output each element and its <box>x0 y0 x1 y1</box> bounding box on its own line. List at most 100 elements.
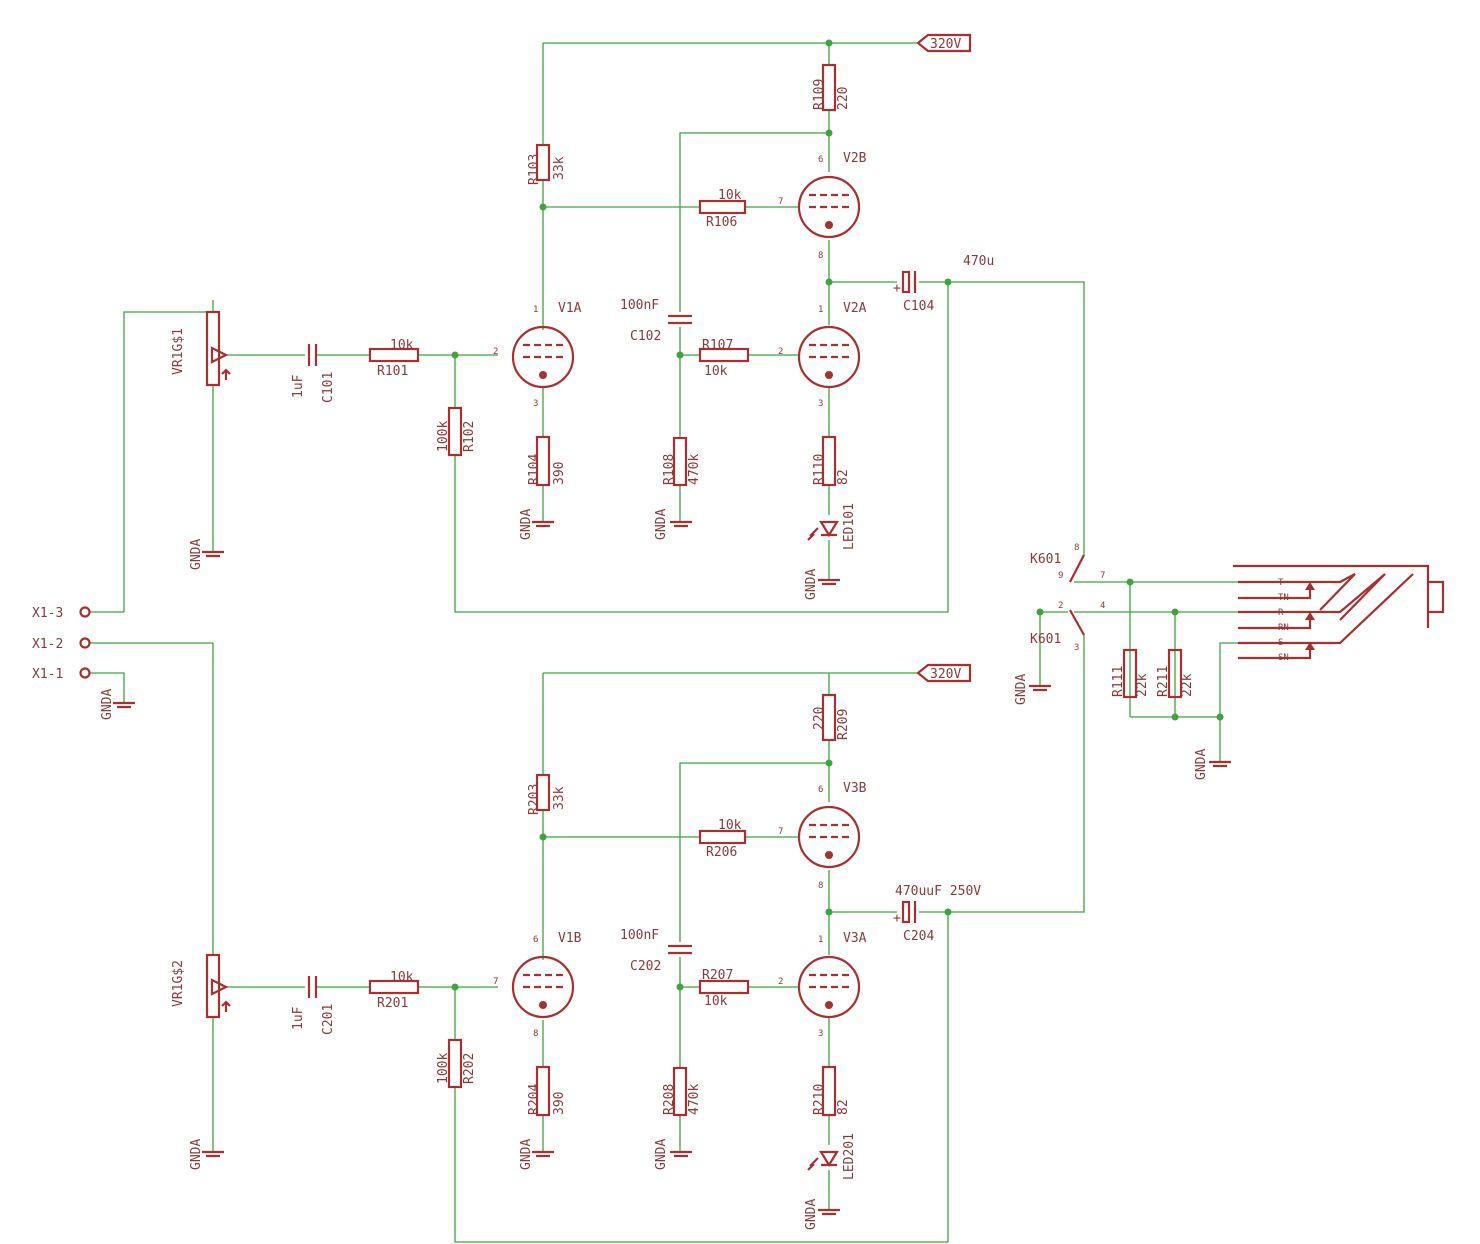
r107-name: R107 <box>702 338 733 353</box>
ground-label: GNDA <box>1194 749 1209 780</box>
c101-value: 1uF <box>291 374 306 398</box>
connector-pin-x1-3: X1-3 <box>32 606 63 621</box>
pin-label: 7 <box>1100 571 1105 581</box>
pin-label: 3 <box>818 1029 823 1039</box>
pin-label: 1 <box>818 305 823 315</box>
output-jack: T TN R RN S SN <box>1233 564 1445 663</box>
pin-label: 3 <box>818 399 823 409</box>
r103-value: 33k <box>552 156 567 180</box>
r101-name: R101 <box>377 364 408 379</box>
r210-name: R210 <box>812 1084 827 1115</box>
r111-value: 22k <box>1135 673 1150 697</box>
r208-value: 470k <box>687 1084 702 1115</box>
pin-label: 8 <box>818 881 823 891</box>
r106-value: 10k <box>718 188 742 203</box>
led-name: LED201 <box>842 1133 857 1180</box>
c101-name: C101 <box>321 372 336 403</box>
r201-name: R201 <box>377 996 408 1011</box>
ground-label: GNDA <box>804 1199 819 1230</box>
r109-value: 220 <box>836 87 851 110</box>
r211-value: 22k <box>1180 673 1195 697</box>
r102-name: R102 <box>462 421 477 452</box>
relay-name: K601 <box>1030 552 1061 567</box>
r209-name: R209 <box>836 709 851 740</box>
r107-value: 10k <box>704 364 728 379</box>
pin-label: 2 <box>778 977 783 987</box>
r102-value: 100k <box>436 421 451 452</box>
r210-value: 82 <box>836 1099 851 1115</box>
r204-name: R204 <box>527 1084 542 1115</box>
pin-label: 8 <box>533 1029 538 1039</box>
connector-x1: X1-3 X1-2 X1-1 GNDA <box>32 606 135 720</box>
pot-name: VR1G$1 <box>171 328 186 375</box>
pin-label: 4 <box>1100 601 1105 611</box>
ground-label: GNDA <box>519 1139 534 1170</box>
c204-name: C204 <box>903 929 934 944</box>
jack-pin-label: RN <box>1278 623 1289 633</box>
pin-label: 1 <box>818 935 823 945</box>
ground-label: GNDA <box>189 539 204 570</box>
supply-label: 320V <box>930 37 961 52</box>
c102-value: 100nF <box>620 298 659 313</box>
stage-2: 320V + V1B V3B V3A 6 7 <box>90 642 1085 1243</box>
jack-pin-label: T <box>1278 578 1284 588</box>
r203-value: 33k <box>552 786 567 810</box>
ground-label: GNDA <box>654 1139 669 1170</box>
r104-name: R104 <box>527 454 542 485</box>
pin-label: 3 <box>533 399 538 409</box>
c102-name: C102 <box>630 329 661 344</box>
c202-value: 100nF <box>620 928 659 943</box>
ground-label: GNDA <box>654 509 669 540</box>
r108-value: 470k <box>687 454 702 485</box>
jack-pin-label: S <box>1278 638 1283 648</box>
ground-label: GNDA <box>100 689 115 720</box>
led-name: LED101 <box>842 503 857 550</box>
c201-name: C201 <box>321 1004 336 1035</box>
c104-value: 470u <box>963 254 994 269</box>
tube-v3a: V3A <box>843 931 867 946</box>
r103-name: R103 <box>527 154 542 185</box>
svg-text:+: + <box>893 281 901 296</box>
r111-name: R111 <box>1111 666 1126 697</box>
tube-v1a: V1A <box>558 301 582 316</box>
relay-name: K601 <box>1030 632 1061 647</box>
r104-value: 390 <box>552 462 567 485</box>
ground-label: GNDA <box>189 1139 204 1170</box>
supply-label: 320V <box>930 667 961 682</box>
r206-name: R206 <box>706 845 737 860</box>
ground-label: GNDA <box>1014 674 1029 705</box>
r207-value: 10k <box>704 994 728 1009</box>
pin-label: 8 <box>1074 543 1079 553</box>
r211-name: R211 <box>1156 666 1171 697</box>
r207-name: R207 <box>702 968 733 983</box>
r106-name: R106 <box>706 215 737 230</box>
pin-label: 7 <box>778 197 783 207</box>
pin-label: 1 <box>533 305 538 315</box>
c204-value: 470uuF 250V <box>895 884 981 899</box>
jack-pin-label: SN <box>1278 653 1289 663</box>
c201-value: 1uF <box>291 1006 306 1030</box>
r203-name: R203 <box>527 784 542 815</box>
tube-v1b: V1B <box>558 931 582 946</box>
pin-label: 3 <box>1074 643 1079 653</box>
ground-label: GNDA <box>804 569 819 600</box>
jack-pin-label: R <box>1278 608 1284 618</box>
r110-name: R110 <box>812 454 827 485</box>
r208-name: R208 <box>662 1084 677 1115</box>
pin-label: 6 <box>818 155 823 165</box>
r201-value: 10k <box>390 970 414 985</box>
pot-name: VR1G$2 <box>171 960 186 1007</box>
r209-value: 220 <box>812 707 827 730</box>
r204-value: 390 <box>552 1092 567 1115</box>
tube-v2a: V2A <box>843 301 867 316</box>
r101-value: 10k <box>390 338 414 353</box>
stage-1: 320V + <box>123 33 1085 613</box>
pin-label: 9 <box>1058 571 1063 581</box>
r206-value: 10k <box>718 818 742 833</box>
svg-text:+: + <box>893 911 901 926</box>
pin-label: 2 <box>493 347 498 357</box>
r202-name: R202 <box>462 1053 477 1084</box>
pin-label: 7 <box>778 827 783 837</box>
c202-name: C202 <box>630 959 661 974</box>
pin-label: 6 <box>533 935 538 945</box>
